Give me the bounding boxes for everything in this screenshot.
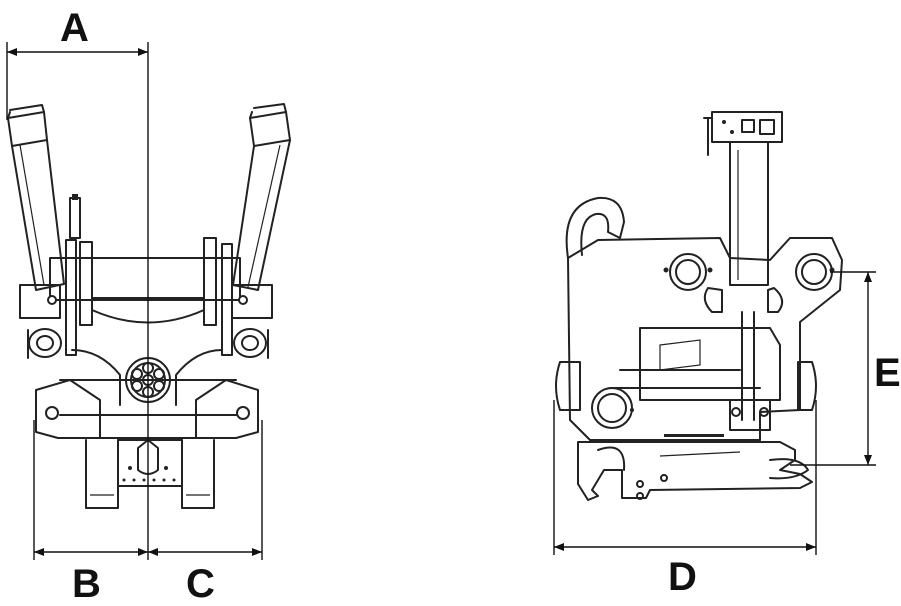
quick-coupler	[577, 441, 813, 501]
side-view	[555, 111, 843, 501]
dimension-label-d: D	[668, 555, 697, 599]
front-dimensions	[6, 42, 263, 560]
front-bottom-plate	[85, 439, 215, 509]
right-cylinder	[232, 103, 291, 291]
valve-block	[69, 197, 81, 239]
front-view	[7, 103, 291, 509]
dimension-label-e: E	[874, 351, 901, 395]
dimension-label-b: B	[72, 562, 101, 606]
dimension-label-a: A	[60, 6, 89, 50]
front-body	[19, 237, 273, 439]
lifting-hook	[565, 196, 625, 259]
dimension-label-c: C	[186, 562, 215, 606]
side-dimensions	[553, 271, 876, 555]
side-body	[555, 237, 843, 441]
left-cylinder	[7, 104, 65, 291]
